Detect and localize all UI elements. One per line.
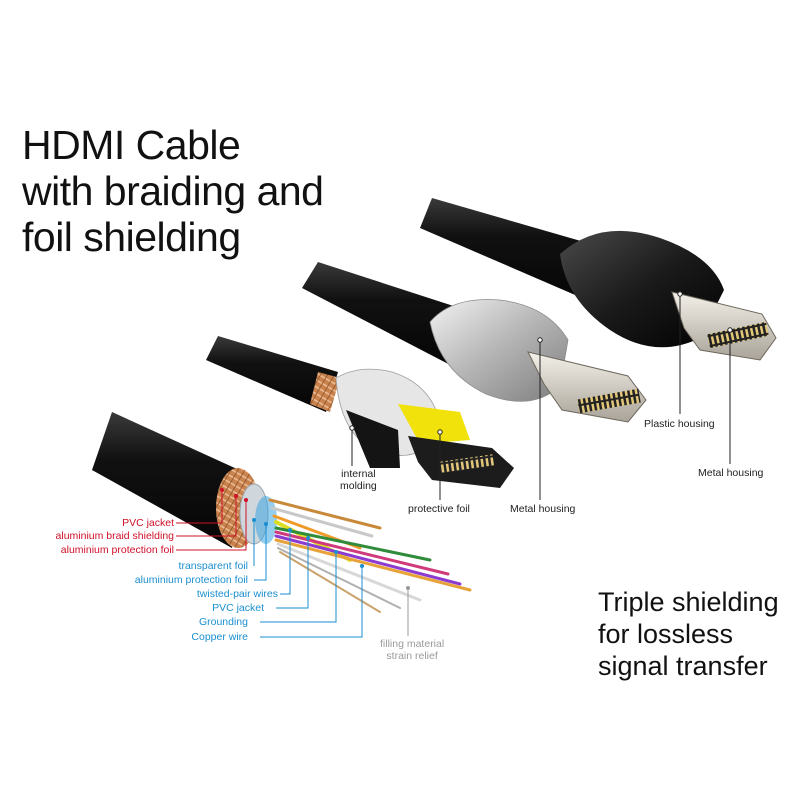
label-aluminium-protection-foil-outer: aluminium protection foil [60, 544, 174, 556]
label-twisted-pair-wires: twisted-pair wires [196, 588, 278, 600]
title-line: HDMI Cable [22, 122, 241, 168]
internal-molding-dark [346, 410, 400, 468]
connector-pins [439, 454, 495, 474]
title-line: with braiding and [22, 168, 324, 214]
cable-plastic-housing [420, 198, 777, 361]
connector-plug [671, 291, 777, 361]
cable-jacket [206, 336, 338, 412]
callout-dots [220, 291, 733, 590]
cable-metal-housing [302, 262, 647, 423]
label-line: internal [341, 468, 376, 480]
label-filling-material: filling material strain relief [380, 638, 444, 662]
label-line: strain relief [386, 650, 438, 662]
tagline-line: signal transfer [598, 651, 768, 681]
wire-bundle [268, 498, 472, 613]
cable-cutaway [92, 412, 472, 613]
label-internal-molding: internal molding [340, 468, 377, 492]
label-line: molding [340, 480, 377, 492]
connector-pins [707, 321, 769, 349]
label-aluminium-braid-shielding: aluminium braid shielding [55, 530, 174, 542]
cable-internal-molding [206, 336, 514, 488]
diagram-title: HDMI Cable with braiding and foil shield… [22, 122, 324, 260]
cable-jacket [420, 198, 612, 304]
tagline-line: Triple shielding [598, 587, 779, 617]
tagline: Triple shielding for lossless signal tra… [598, 586, 779, 682]
protective-foil [398, 404, 470, 444]
label-copper-wire: Copper wire [191, 631, 248, 643]
outer-pvc-jacket [92, 412, 248, 548]
tagline-line: for lossless [598, 619, 734, 649]
label-protective-foil: protective foil [408, 503, 470, 515]
label-grounding: Grounding [198, 616, 248, 628]
title-line: foil shielding [22, 214, 241, 260]
braid-section [310, 372, 340, 412]
label-aluminium-protection-foil-inner: aluminium protection foil [134, 574, 248, 586]
connector-pins [577, 388, 641, 414]
label-metal-housing-middle: Metal housing [510, 503, 576, 515]
callout-lines [176, 294, 731, 638]
label-metal-housing-right: Metal housing [698, 467, 764, 479]
label-pvc-jacket-inner: PVC jacket [212, 602, 264, 614]
label-plastic-housing: Plastic housing [644, 418, 715, 430]
label-transparent-foil: transparent foil [178, 560, 248, 572]
cable-jacket [302, 262, 472, 368]
label-line: filling material [380, 638, 445, 650]
label-pvc-jacket-outer: PVC jacket [122, 517, 174, 529]
